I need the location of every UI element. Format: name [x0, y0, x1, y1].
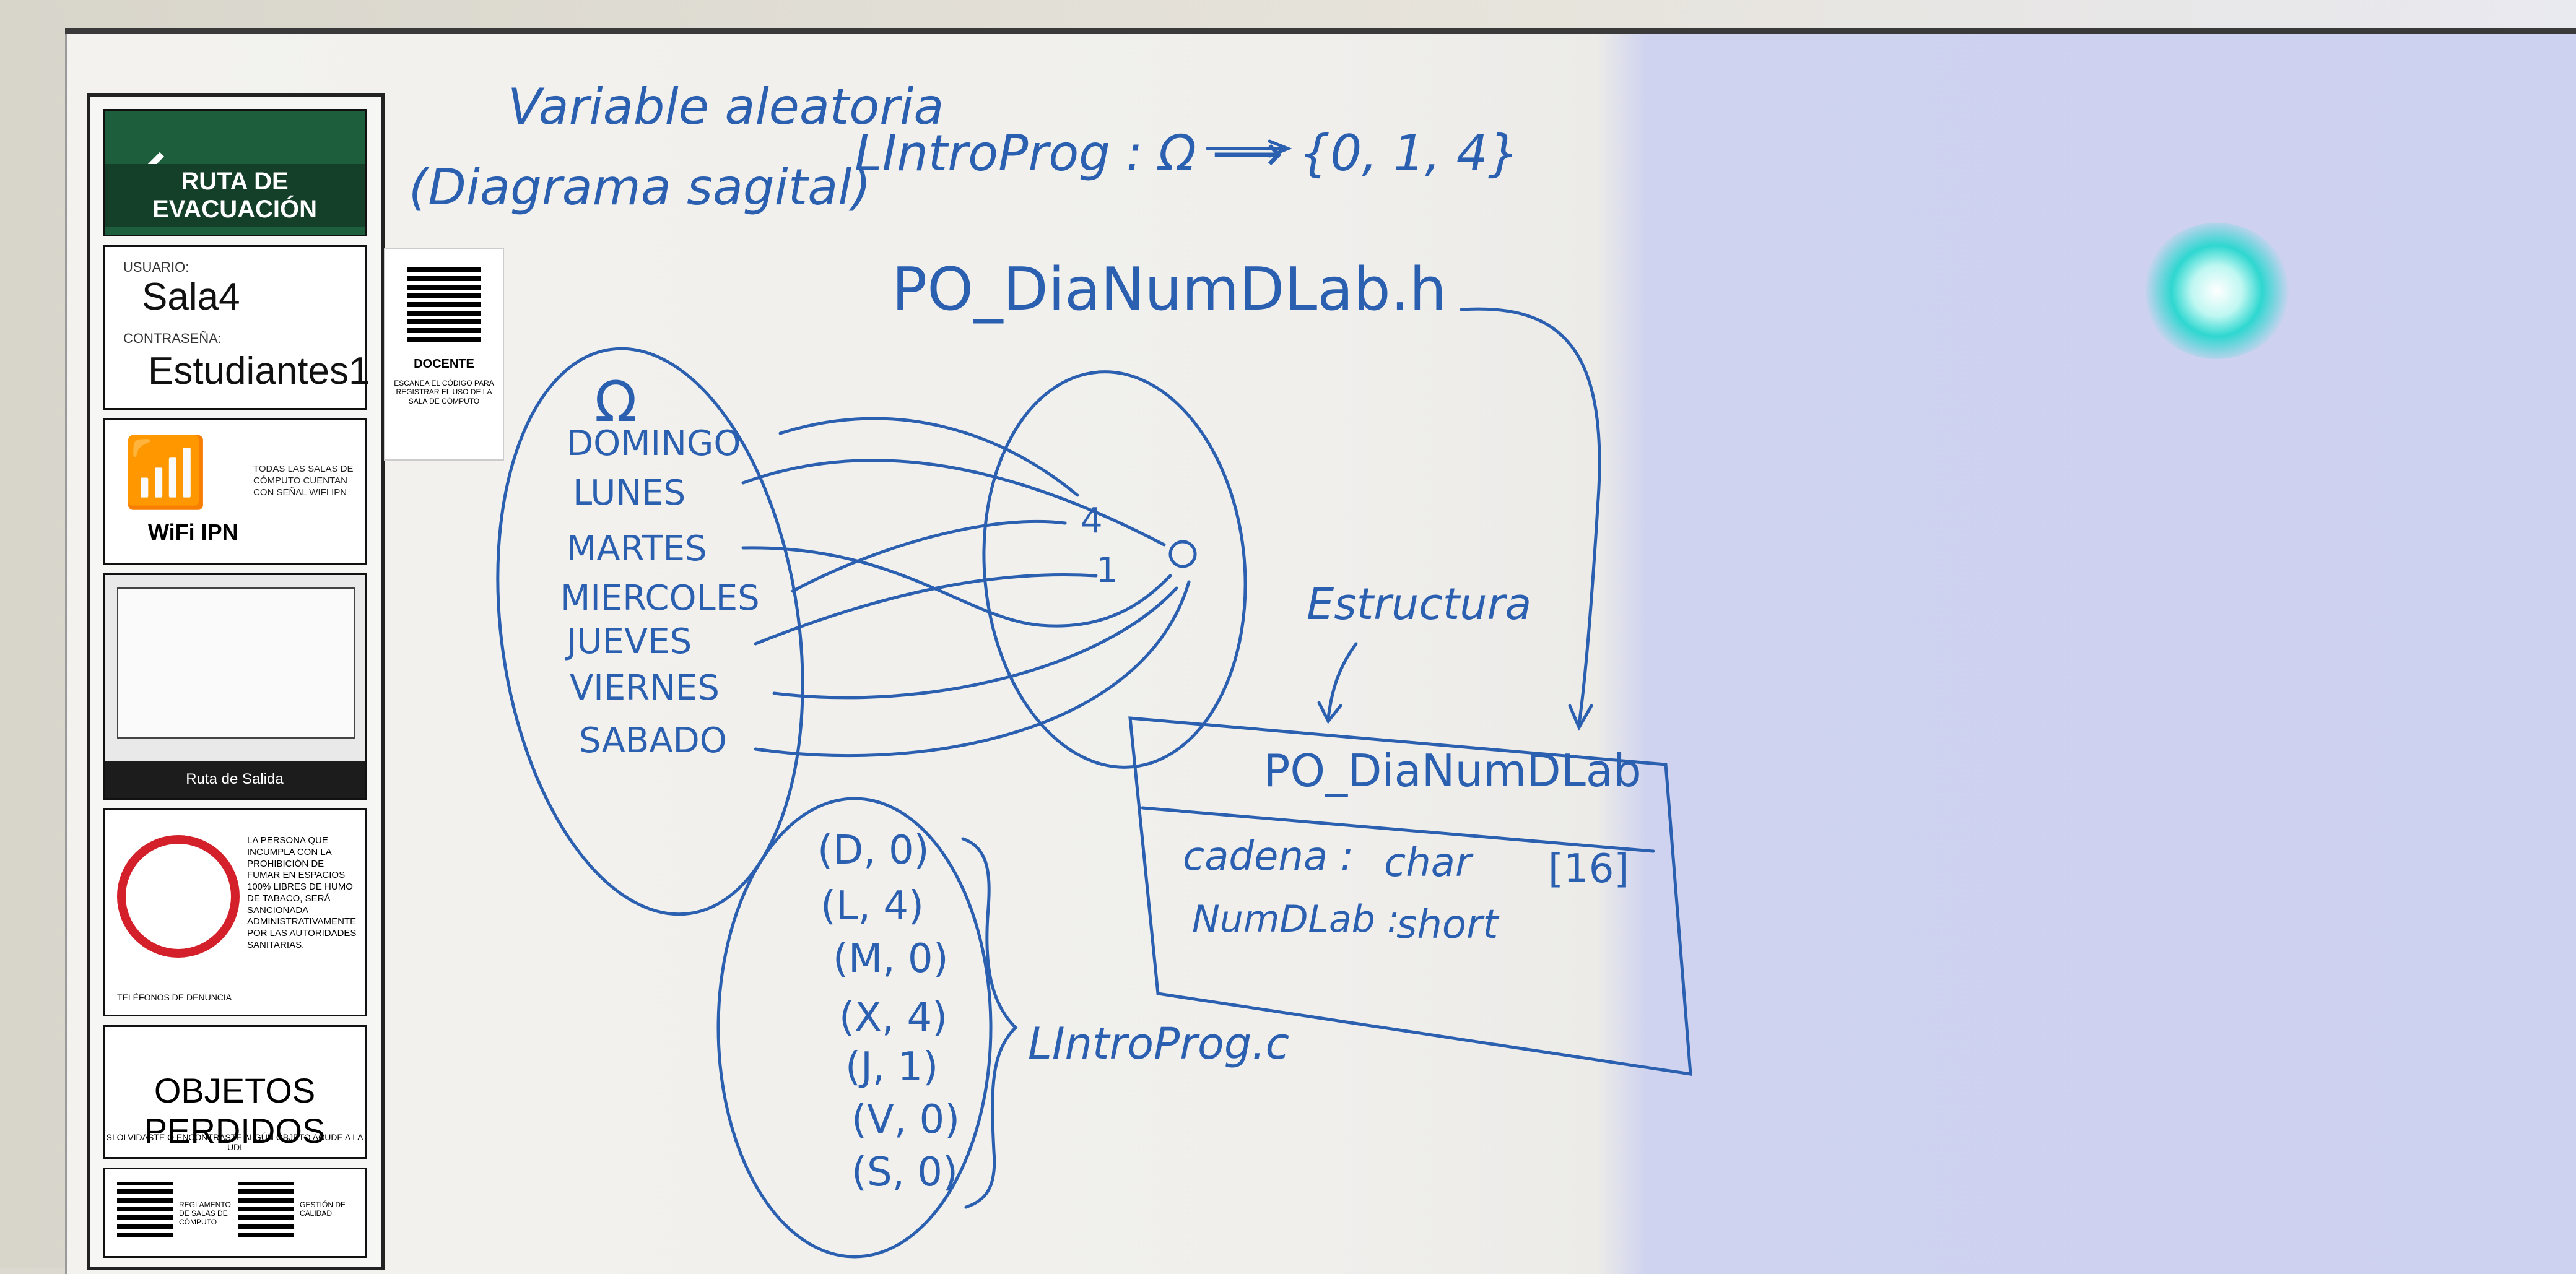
whiteboard [65, 28, 2576, 1274]
pairs-file-label: LIntroProg.c [1028, 1018, 1289, 1069]
pair-label: (X, 4) [839, 995, 947, 1041]
lost-objects-title: OBJETOS PERDIDOS [144, 1071, 326, 1150]
password-value: Estudiantes1 [148, 350, 370, 392]
structure-label: Estructura [1307, 579, 1531, 630]
day-label: JUEVES [565, 622, 692, 662]
day-label: VIERNES [570, 668, 720, 708]
mapping-arrow [1206, 139, 1292, 158]
poster-strip: ← RUTA DE EVACUACIÓN USUARIO: Sala4 CONT… [87, 93, 385, 1270]
pairs-brace [961, 837, 1018, 1209]
pair-label: (L, 4) [820, 883, 924, 929]
codomain-value: 1 [1096, 550, 1118, 591]
arrow-line [754, 573, 1098, 646]
user-value: Sala4 [142, 275, 240, 318]
qr-code-icon [407, 267, 481, 342]
credentials-sign: USUARIO: Sala4 CONTRASEÑA: Estudiantes1 [103, 245, 370, 410]
struct-field-size: [16] [1548, 846, 1629, 892]
day-label: MARTES [567, 529, 707, 569]
no-smoking-sign: LA PERSONA QUE INCUMPLA CON LA PROHIBICI… [103, 808, 367, 1016]
qr-codes-sign: REGLAMENTO DE SALAS DE CÓMPUTO GESTIÓN D… [103, 1168, 367, 1258]
exit-map-sign: Ruta de Salida [103, 573, 367, 800]
zero-marker [1168, 540, 1197, 568]
docente-text: ESCANEA EL CÓDIGO PARA REGISTRAR EL USO … [394, 379, 494, 405]
docente-qr-card: DOCENTE ESCANEA EL CÓDIGO PARA REGISTRAR… [384, 248, 504, 461]
password-label: CONTRASEÑA: [123, 331, 222, 346]
complaint-phones-label: TELÉFONOS DE DENUNCIA [117, 992, 232, 1002]
estructura-arrow [1317, 642, 1358, 724]
evacuation-sign: ← RUTA DE EVACUACIÓN [103, 109, 367, 236]
day-label: DOMINGO [567, 423, 741, 464]
struct-field-type: char [1384, 840, 1474, 886]
header-arrow [1460, 307, 1601, 731]
lost-objects-subtitle: SI OLVIDASTE O ENCONTRASTE ALGÚN OBJETO … [106, 1132, 363, 1152]
wifi-sign: 📶 WiFi IPN TODAS LAS SALAS DE CÓMPUTO CU… [103, 418, 367, 565]
wifi-icon: 📶 [123, 433, 208, 512]
arrow-line [741, 546, 1172, 628]
title-text: Variable aleatoria [508, 78, 944, 136]
projector-light-spot [2143, 223, 2291, 359]
wifi-brand: WiFi IPN [148, 519, 238, 545]
struct-box [1128, 716, 1692, 1076]
subtitle-text: (Diagrama sagital) [409, 158, 871, 216]
pairs-ellipse [716, 797, 993, 1259]
arrow-line [778, 417, 1079, 497]
arrow-line [741, 459, 1166, 547]
struct-name: PO_DiaNumDLab [1263, 745, 1642, 797]
struct-field-type: short [1396, 902, 1500, 948]
lost-objects-sign: OBJETOS PERDIDOS SI OLVIDASTE O ENCONTRA… [103, 1025, 367, 1159]
pair-label: (M, 0) [833, 936, 949, 982]
floor-plan-image [117, 587, 355, 739]
arrow-line [754, 580, 1191, 758]
map-caption: Ruta de Salida [105, 761, 365, 798]
docente-title: DOCENTE [414, 357, 474, 371]
no-smoking-text: LA PERSONA QUE INCUMPLA CON LA PROHIBICI… [247, 835, 357, 950]
qr-code-icon [238, 1182, 294, 1237]
qr-left-caption: REGLAMENTO DE SALAS DE CÓMPUTO [179, 1200, 231, 1226]
codomain-value: 4 [1081, 501, 1103, 541]
day-label: LUNES [573, 473, 685, 513]
day-label: SABADO [579, 721, 727, 761]
domain-ellipse [496, 347, 804, 916]
user-label: USUARIO: [123, 259, 189, 275]
header-file-text: PO_DiaNumDLab.h [892, 256, 1447, 324]
mapping-text: LIntroProg : Ω ⟶ {0, 1, 4} [855, 124, 1520, 182]
omega-symbol: Ω [594, 370, 637, 435]
struct-divider [1141, 806, 1655, 853]
pair-label: (D, 0) [817, 828, 929, 873]
qr-code-icon [117, 1182, 173, 1237]
day-label: MIERCOLES [560, 578, 760, 618]
arrow-line [772, 586, 1178, 700]
struct-field-name: NumDLab : [1192, 898, 1399, 941]
pair-label: (J, 1) [845, 1044, 938, 1090]
pair-label: (V, 0) [851, 1097, 960, 1143]
qr-right-caption: GESTIÓN DE CALIDAD [300, 1200, 346, 1218]
evacuation-label: RUTA DE EVACUACIÓN [105, 164, 365, 227]
struct-field-name: cadena : [1183, 834, 1354, 880]
arrow-line [791, 519, 1067, 593]
wifi-note: TODAS LAS SALAS DE CÓMPUTO CUENTAN CON S… [253, 464, 354, 498]
pair-label: (S, 0) [851, 1150, 958, 1195]
